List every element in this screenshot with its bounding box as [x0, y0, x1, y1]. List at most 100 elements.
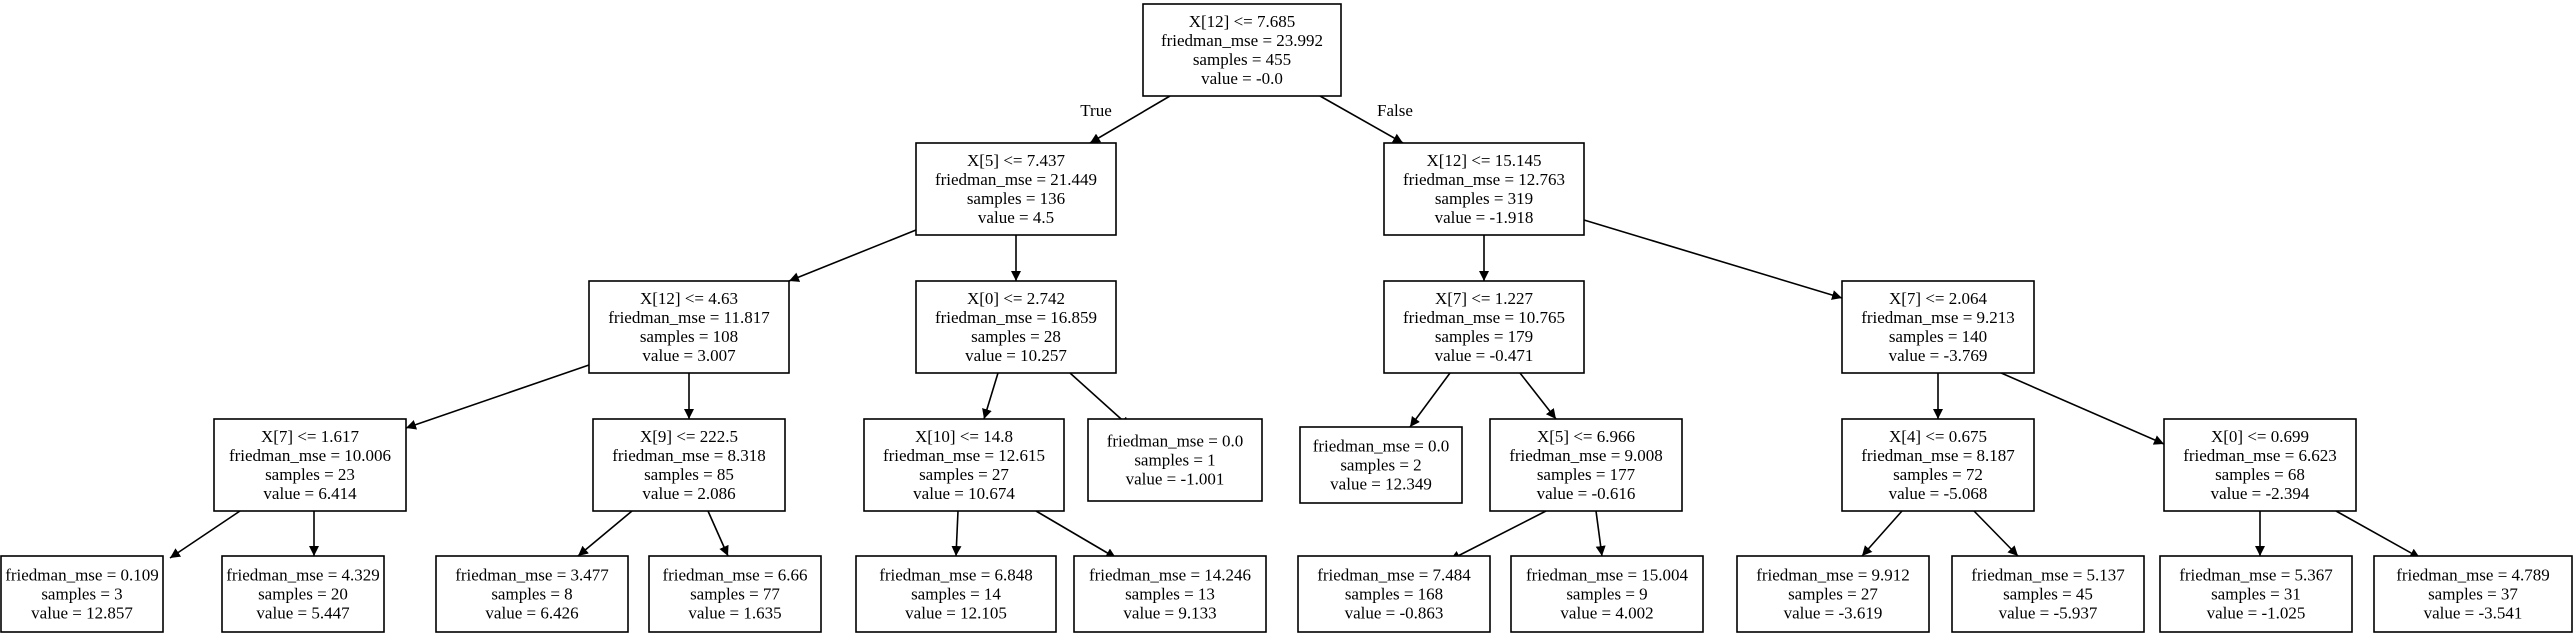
node-box: [855, 555, 1057, 633]
edge-n12-n22: [1595, 510, 1606, 557]
node-text-line: value = -3.619: [1784, 604, 1883, 623]
node-box: [1299, 426, 1463, 504]
node-box: [1736, 555, 1930, 633]
edge-n12-n21: [1449, 510, 1547, 561]
node-text-line: value = -5.937: [1999, 604, 2098, 623]
node-text-line: samples = 140: [1889, 327, 1987, 346]
node-text-line: samples = 2: [1340, 456, 1421, 475]
node-text-line: samples = 23: [265, 465, 355, 484]
node-text-line: X[7] <= 1.617: [261, 427, 360, 446]
node-box: [435, 555, 629, 633]
node-text-line: value = 1.635: [688, 604, 781, 623]
node-text-line: value = -1.001: [1126, 470, 1225, 489]
node-text-line: samples = 77: [690, 585, 780, 604]
node-text-line: friedman_mse = 9.213: [1861, 308, 2015, 327]
node-text-line: friedman_mse = 6.66: [662, 566, 807, 585]
edge-n7-n15: [169, 510, 241, 559]
node-box: [2159, 555, 2353, 633]
node-text-line: samples = 136: [967, 189, 1065, 208]
node-text-line: friedman_mse = 6.848: [879, 566, 1033, 585]
node-text-line: X[12] <= 15.145: [1426, 151, 1541, 170]
edge-n13-n23: [1861, 510, 1903, 557]
node-text-line: samples = 108: [640, 327, 738, 346]
node-text-line: value = 6.414: [263, 484, 357, 503]
node-text-line: X[10] <= 14.8: [915, 427, 1013, 446]
node-text-line: friedman_mse = 0.0: [1313, 437, 1450, 456]
node-text-line: X[5] <= 6.966: [1537, 427, 1635, 446]
node-text-line: X[7] <= 1.227: [1435, 289, 1534, 308]
node-text-line: X[4] <= 0.675: [1889, 427, 1987, 446]
node-box: [1841, 280, 2035, 374]
node-box: [1297, 555, 1491, 633]
node-text-line: value = 5.447: [256, 604, 350, 623]
node-box: [1841, 418, 2035, 512]
node-text-line: samples = 14: [911, 585, 1001, 604]
node-text-line: value = -1.025: [2207, 604, 2306, 623]
node-text-line: value = -0.616: [1537, 484, 1636, 503]
edge-n4-n9: [982, 372, 999, 420]
node-text-line: samples = 455: [1193, 50, 1291, 69]
node-text-line: X[9] <= 222.5: [640, 427, 738, 446]
node-text-line: samples = 45: [2003, 585, 2093, 604]
edge-n0-n2: [1319, 95, 1404, 144]
node-text-line: value = 12.105: [905, 604, 1007, 623]
node-text-line: value = 9.133: [1123, 604, 1216, 623]
node-text-line: samples = 1: [1134, 451, 1215, 470]
node-text-line: friedman_mse = 10.006: [229, 446, 391, 465]
node-text-line: friedman_mse = 7.484: [1317, 566, 1471, 585]
node-box: [863, 418, 1065, 512]
node-text-line: X[5] <= 7.437: [967, 151, 1066, 170]
node-text-line: friedman_mse = 10.765: [1403, 308, 1565, 327]
edge-n9-n20: [1035, 510, 1117, 559]
node-box: [1383, 280, 1585, 374]
node-text-line: samples = 319: [1435, 189, 1533, 208]
node-text-line: friedman_mse = 12.763: [1403, 170, 1565, 189]
node-text-line: value = 12.857: [31, 604, 133, 623]
node-text-line: friedman_mse = 9.912: [1756, 566, 1910, 585]
node-text-line: friedman_mse = 8.318: [612, 446, 766, 465]
node-box: [1087, 418, 1263, 502]
node-text-line: samples = 85: [644, 465, 734, 484]
node-text-line: value = -0.863: [1345, 604, 1444, 623]
edge-n8-n17: [577, 510, 633, 557]
node-box: [1951, 555, 2145, 633]
edge-n4-n10: [1069, 372, 1131, 428]
edge-n0-n1: [1089, 95, 1171, 144]
node-text-line: value = 6.426: [485, 604, 578, 623]
node-text-line: samples = 3: [41, 585, 122, 604]
node-text-line: value = -0.0: [1201, 69, 1283, 88]
node-text-line: samples = 168: [1345, 585, 1443, 604]
node-text-line: value = 10.257: [965, 346, 1067, 365]
node-text-line: X[0] <= 0.699: [2211, 427, 2309, 446]
edge-n2-n6: [1583, 219, 1843, 300]
node-text-line: friedman_mse = 14.246: [1089, 566, 1251, 585]
edge-n14-n26: [2335, 510, 2421, 559]
node-text-line: friedman_mse = 15.004: [1526, 566, 1689, 585]
node-text-line: samples = 28: [971, 327, 1061, 346]
node-box: [915, 280, 1117, 374]
node-text-line: friedman_mse = 0.109: [5, 566, 159, 585]
edge-n13-n24: [1973, 510, 2019, 557]
node-text-line: friedman_mse = 9.008: [1509, 446, 1663, 465]
node-text-line: value = 2.086: [642, 484, 735, 503]
node-box: [915, 142, 1117, 236]
